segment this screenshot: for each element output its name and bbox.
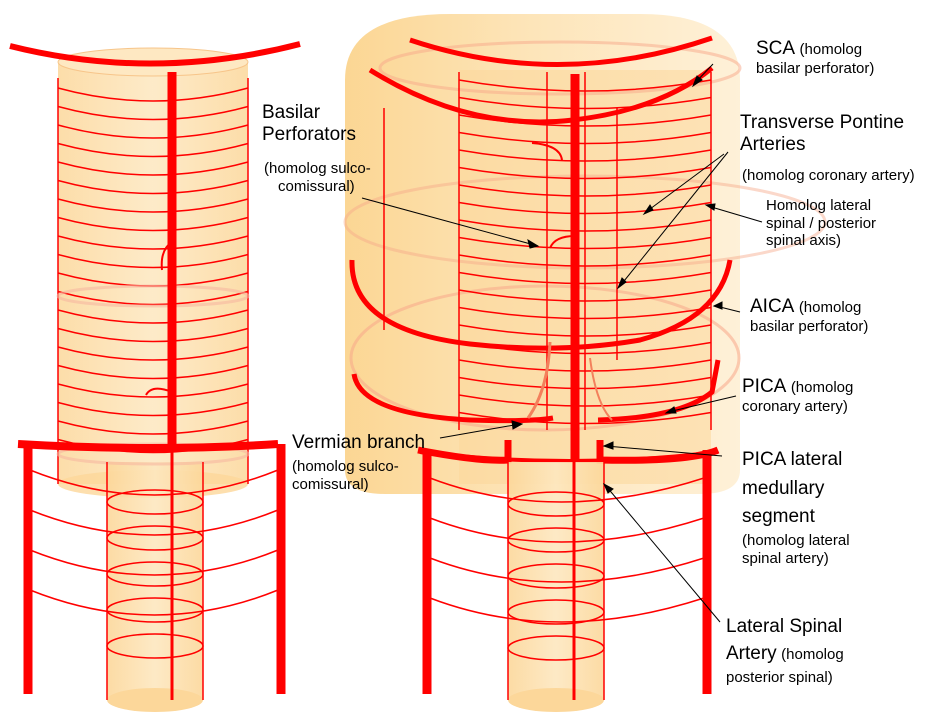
lateral-spinal-artery-label: Lateral Spinal Artery (homolog posterior… (726, 614, 844, 688)
left-upper-cylinder (57, 47, 249, 498)
aica-label: AICA (homolog basilar perforator) (750, 296, 868, 336)
pica-label: PICA (homolog coronary artery) (742, 376, 853, 416)
lateral-spinal-artery-line2: Artery (726, 642, 777, 664)
lateral-spinal-artery-note-line1: (homolog (781, 645, 844, 663)
pica-lateral-medullary-note-line2: spinal artery) (742, 549, 829, 567)
pica-lateral-medullary-line1: PICA lateral (742, 449, 843, 470)
coronary-ring (57, 235, 249, 250)
coronary-ring (57, 124, 249, 139)
right-model (343, 14, 827, 712)
transverse-pontine-line2: Arteries (740, 134, 806, 156)
basilar-perforators-note-line1: (homolog sulco- (264, 160, 371, 177)
sca-title: SCA (756, 38, 796, 59)
coronary-ring (57, 253, 249, 269)
label-pointers (361, 63, 763, 623)
sca-note-line2: basilar perforator) (756, 60, 875, 78)
left-top-arc-artery (9, 41, 301, 67)
left-model (9, 41, 301, 712)
coronary-ring (57, 179, 249, 195)
lateral-spinal-axis-line3: spinal axis) (766, 232, 842, 250)
left-perforator-branch (145, 387, 173, 396)
basilar-perforators-line1: Basilar (262, 102, 321, 123)
pontine-perforator-branch (531, 142, 563, 161)
aica-note-line1: (homolog (798, 299, 862, 316)
transverse-pontine-note: (homolog coronary artery) (742, 167, 915, 184)
coronary-ring (57, 87, 249, 102)
vermian-branch-artery (526, 341, 552, 419)
aica-artery (349, 259, 733, 351)
basilar-perforators-note: (homolog sulco- comissural) (264, 160, 371, 195)
left-lower-cylinder (107, 462, 203, 712)
coronary-ring (57, 216, 249, 232)
coronary-ring (57, 383, 249, 398)
vermian-branch-artery-right (589, 357, 613, 421)
transverse-pontine-line1: Transverse Pontine (740, 112, 905, 133)
coronary-ring (57, 142, 249, 158)
left-bottom-arc-artery (17, 440, 279, 452)
lateral-spinal-artery-line1: Lateral Spinal (726, 616, 843, 637)
aica-title: AICA (750, 296, 795, 317)
pontine-perforator-branch (549, 235, 576, 249)
pica-artery (351, 373, 554, 424)
vermian-branch-note: (homolog sulco- comissural) (292, 458, 399, 493)
coronary-ring (57, 420, 249, 435)
transverse-pontine-title: Transverse Pontine Arteries (740, 112, 904, 157)
pica-lateral-medullary-note-line1: (homolog lateral (742, 532, 850, 549)
coronary-ring (57, 198, 249, 213)
pica-lateral-medullary-line2: medullary (742, 477, 825, 499)
coronary-ring (57, 327, 249, 343)
coronary-ring (57, 161, 249, 176)
coronary-ring (57, 309, 249, 324)
basilar-perforators-title: Basilar Perforators (262, 102, 356, 147)
basilar-perforators-note-line2: comissural) (278, 177, 355, 195)
coronary-ring (57, 401, 249, 417)
coronary-ring (57, 364, 249, 380)
lateral-spinal-artery-note-line2: posterior spinal) (726, 669, 833, 687)
aica-note-line2: basilar perforator) (750, 318, 869, 336)
pica-note-line2: coronary artery) (742, 398, 848, 416)
lateral-spinal-axis-line1: Homolog lateral (766, 197, 872, 214)
sca-artery-top (409, 35, 713, 67)
pica-title: PICA (742, 376, 787, 397)
vermian-branch-note-line1: (homolog sulco- (292, 458, 399, 475)
basilar-perforators-line2: Perforators (262, 124, 356, 146)
lateral-spinal-axis-label: Homolog lateral spinal / posterior spina… (766, 197, 876, 250)
lateral-spinal-axis-line2: spinal / posterior (766, 214, 877, 232)
left-perforator-branch (160, 241, 173, 271)
coronary-ring (57, 346, 249, 361)
sca-label: SCA (homolog basilar perforator) (756, 38, 874, 78)
vermian-branch-title: Vermian branch (292, 432, 426, 453)
sca-note-line1: (homolog (799, 41, 863, 58)
pica-note-line1: (homolog (790, 379, 854, 396)
coronary-ring (57, 105, 249, 121)
pica-lateral-medullary-note: (homolog lateral spinal artery) (742, 532, 850, 567)
vermian-branch-note-line2: comissural) (292, 475, 369, 493)
pica-lateral-medullary-title: PICA lateral medullary segment (742, 446, 842, 532)
pica-lateral-medullary-line3: segment (742, 506, 815, 527)
